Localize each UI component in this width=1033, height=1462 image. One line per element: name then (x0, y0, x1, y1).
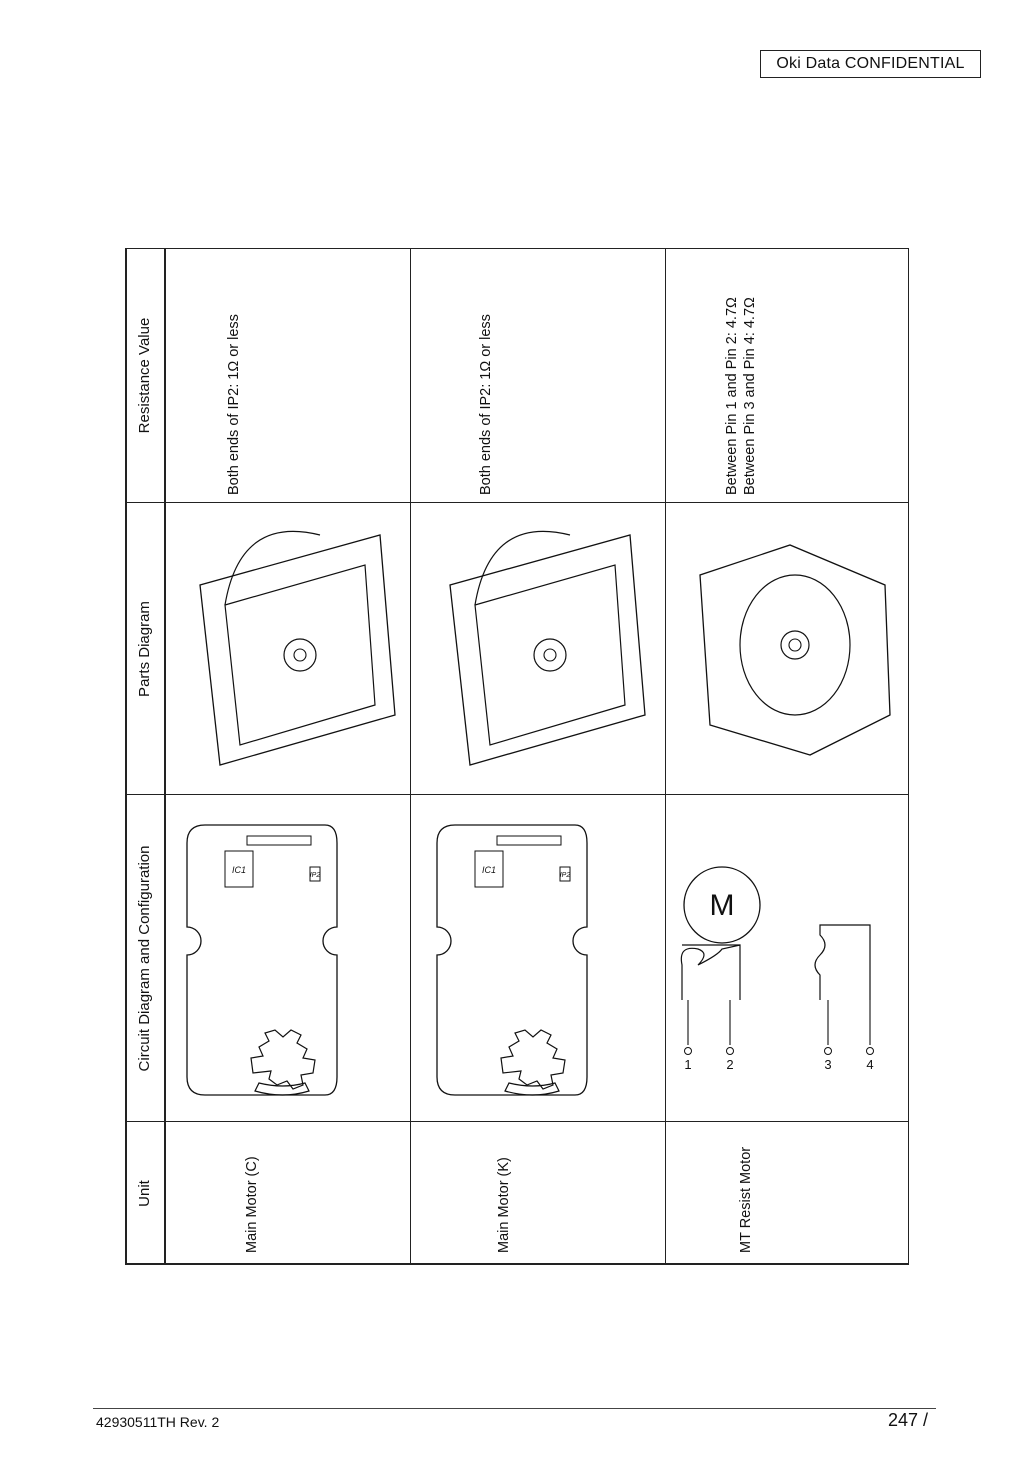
pin-label: 3 (824, 1057, 831, 1072)
col-divider (125, 502, 909, 503)
header-resistance: Resistance Value (136, 317, 153, 434)
header-parts: Parts Diagram (136, 601, 153, 697)
board-ic-label: IC1 (232, 865, 246, 875)
resistance-mt-resist-pin34: Between Pin 3 and Pin 4: 4.7Ω (742, 297, 758, 495)
main-motor-parts-drawing (430, 515, 650, 785)
table-border-bottom (907, 248, 909, 1265)
pin-label: 1 (684, 1057, 691, 1072)
col-divider (125, 1121, 909, 1122)
confidential-label: Oki Data CONFIDENTIAL (760, 50, 981, 78)
resistance-main-motor-c: Both ends of IP2: 1Ω or less (226, 314, 242, 495)
pin-label: 2 (726, 1057, 733, 1072)
footer-rule (93, 1408, 936, 1409)
driver-board-drawing: IC1 IP2 (425, 815, 595, 1105)
header-unit: Unit (136, 1180, 153, 1207)
board-ip-label: IP2 (560, 872, 571, 879)
header-circuit: Circuit Diagram and Configuration (136, 845, 153, 1072)
board-ip-label: IP2 (310, 872, 321, 879)
col-divider (125, 794, 909, 795)
mt-resist-motor-parts-drawing (680, 515, 900, 785)
unit-main-motor-k: Main Motor (K) (496, 1157, 512, 1253)
main-motor-parts-drawing (180, 515, 400, 785)
resistance-main-motor-k: Both ends of IP2: 1Ω or less (478, 314, 494, 495)
row-divider (410, 248, 411, 1265)
unit-mt-resist-motor: MT Resist Motor (738, 1146, 754, 1253)
motor-symbol: M (710, 889, 735, 922)
header-divider (164, 248, 166, 1265)
unit-main-motor-c: Main Motor (C) (244, 1156, 260, 1253)
table-border-right (125, 248, 909, 250)
driver-board-drawing: IC1 IP2 (175, 815, 345, 1105)
resistance-table: Unit Circuit Diagram and Configuration P… (125, 248, 909, 1265)
page-number: 247 / (888, 1410, 929, 1430)
pin-label: 4 (866, 1057, 873, 1072)
document-id: 42930511TH Rev. 2 (96, 1414, 220, 1430)
board-ic-label: IC1 (482, 865, 496, 875)
resistance-mt-resist-pin12: Between Pin 1 and Pin 2: 4.7Ω (724, 297, 740, 495)
motor-schematic: M 1 2 3 4 (670, 805, 900, 1072)
row-divider (665, 248, 666, 1265)
rotated-table-container: Unit Circuit Diagram and Configuration P… (125, 248, 909, 1265)
table-border-left (125, 1263, 909, 1265)
